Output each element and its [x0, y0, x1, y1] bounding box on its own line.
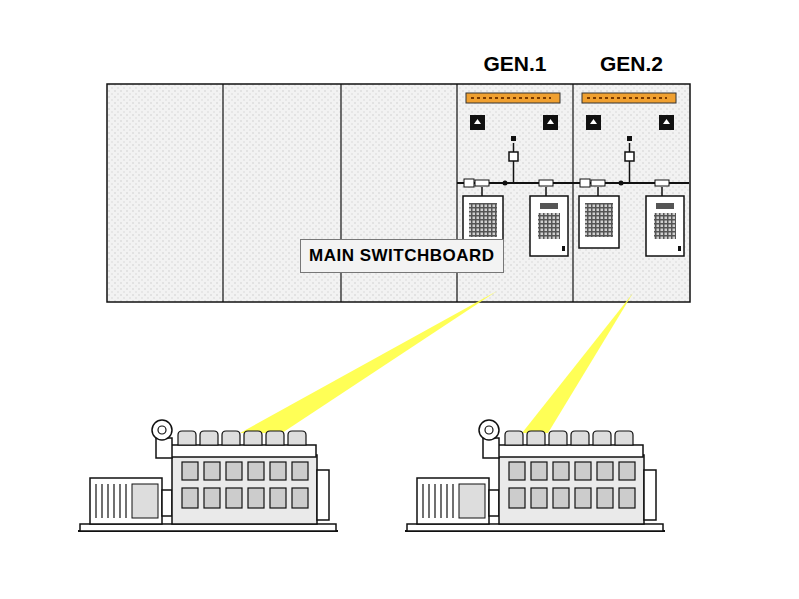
generator-label: GEN.2: [553, 52, 710, 76]
generator-label: GEN.1: [437, 52, 593, 76]
switchboard-label: MAIN SWITCHBOARD: [309, 246, 495, 266]
label-box: MAIN SWITCHBOARD: [300, 239, 504, 273]
generator-panel: GEN.2: [573, 84, 690, 302]
